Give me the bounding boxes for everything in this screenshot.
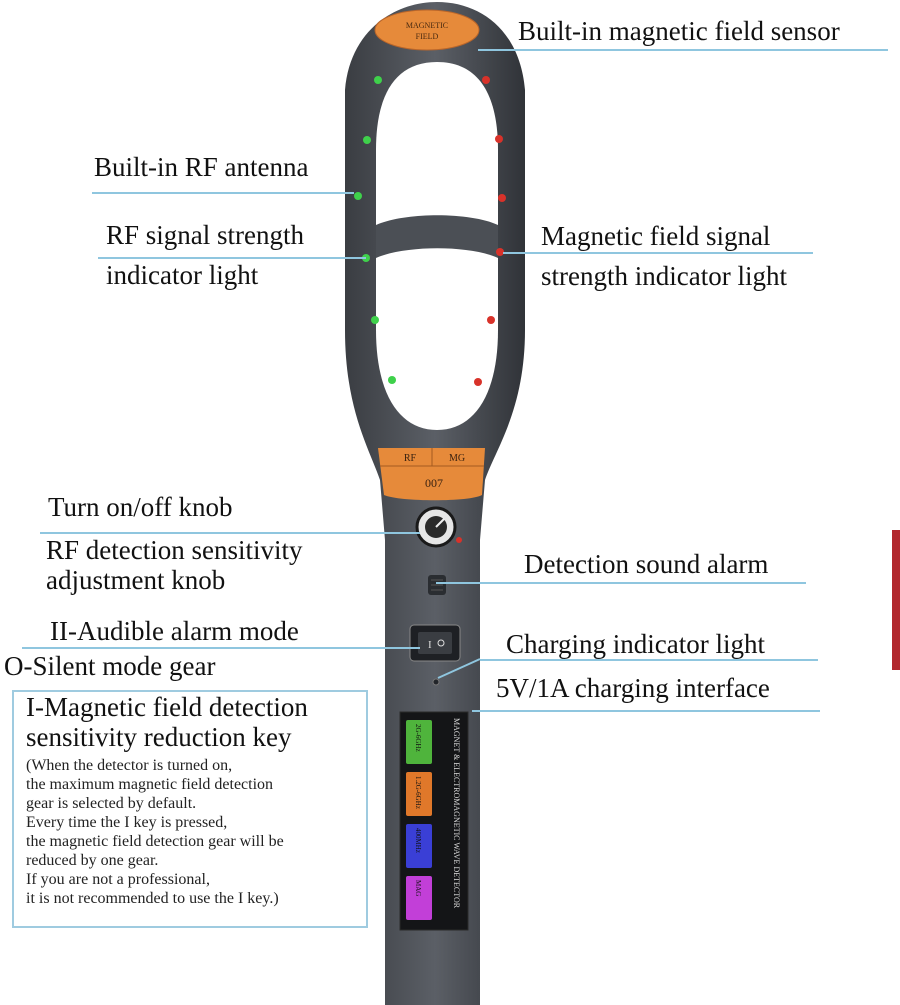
band-chip [406,824,432,868]
band-chip [406,720,432,764]
leader-line-rf-indicator [98,257,366,259]
rf-indicator-led [363,136,371,144]
magnetic-indicator-led [487,316,495,324]
label-audible-mode: II-Audible alarm mode [50,616,299,646]
label-mag-indicator-line2: strength indicator light [541,261,787,291]
sensor-badge [374,9,480,51]
crossbar [376,215,498,258]
label-mag-indicator-line1: Magnetic field signal [541,221,771,251]
svg-text:MAGNETIC: MAGNETIC [406,21,448,30]
note-line: (When the detector is turned on, [26,757,233,774]
note-title-line1: I-Magnetic field detection [26,692,308,722]
magnetic-indicator-led [498,194,506,202]
band-chip [406,772,432,816]
magnetic-indicator-led [495,135,503,143]
rf-indicator-led [354,192,362,200]
rf-indicator-led [374,76,382,84]
label-charging-port: 5V/1A charging interface [496,673,770,703]
label-charging-light: Charging indicator light [506,629,765,659]
band-chip-label: 2G-6GHz [414,724,422,752]
leader-line-sound-alarm [436,582,806,584]
mode-display [378,448,485,501]
label-rf-indicator-line1: RF signal strength [106,220,305,250]
band-chip-label: MAG [414,880,422,896]
note-line: gear is selected by default. [26,795,197,812]
svg-text:I: I [428,639,432,651]
band-chip [406,876,432,920]
magnetic-indicator-led [496,248,504,256]
note-line: If you are not a professional, [26,871,210,888]
leader-line-mag-indicator [503,252,813,254]
note-line: it is not recommended to use the I key.) [26,890,279,907]
device-side-label: MAGNET & ELECTROMAGNETIC WAVE DETECTOR [452,718,461,909]
svg-text:MG: MG [449,453,465,464]
svg-text:007: 007 [425,476,443,490]
rf-indicator-led [388,376,396,384]
label-sensitivity-knob-line2: adjustment knob [46,565,226,595]
note-title-line2: sensitivity reduction key [26,722,292,752]
edge-red-bar [892,530,900,670]
label-sensor: Built-in magnetic field sensor [518,16,840,46]
band-chip-label: 1.2G-6GHz [414,776,422,809]
note-line: the maximum magnetic field detection [26,776,274,793]
svg-text:FIELD: FIELD [416,32,439,41]
charging-led [432,678,440,686]
label-silent-mode: O-Silent mode gear [4,651,216,681]
svg-text:RF: RF [404,453,417,464]
leader-line-charging-port [472,710,820,712]
leader-line-sensor [478,49,888,51]
note-line: the magnetic field detection gear will b… [26,833,284,850]
rf-indicator-led [362,254,370,262]
label-rf-indicator-line2: indicator light [106,260,259,290]
label-sensitivity-knob-line1: RF detection sensitivity [46,535,303,565]
note-line: Every time the I key is pressed, [26,814,228,831]
rf-indicator-led [371,316,379,324]
leader-line-charging-light [480,659,818,661]
label-antenna: Built-in RF antenna [94,152,309,182]
note-line: reduced by one gear. [26,852,159,869]
leader-line-power-knob [40,532,420,534]
note-body: (When the detector is turned on, the max… [26,756,366,908]
band-chip-label: 400MHz [414,828,422,853]
leader-line-antenna [92,192,354,194]
leader-line-audible-mode [22,647,420,649]
magnetic-indicator-led [474,378,482,386]
magnetic-indicator-led [482,76,490,84]
label-power-knob: Turn on/off knob [48,492,233,522]
label-sound-alarm: Detection sound alarm [524,549,769,579]
note-box [12,690,368,928]
